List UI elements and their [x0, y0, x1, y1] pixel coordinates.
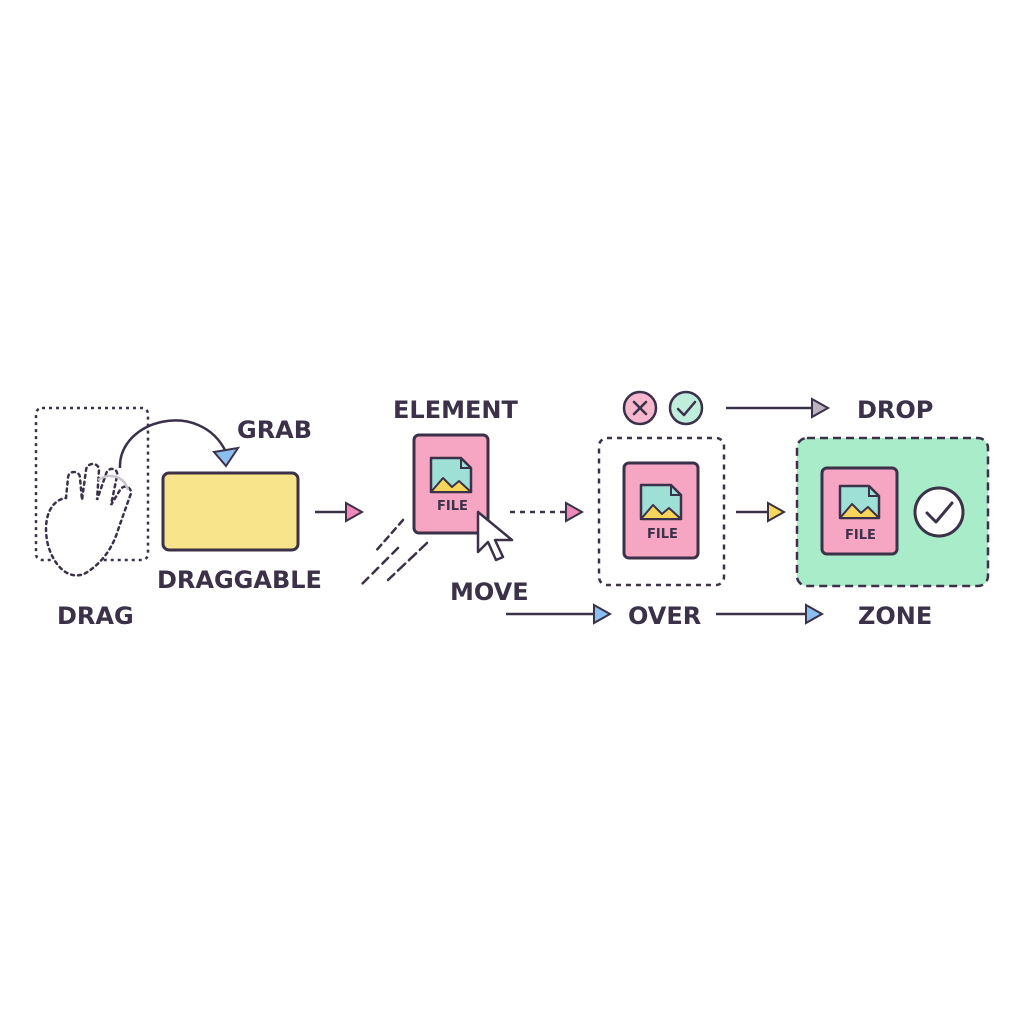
arrow-to-element — [315, 501, 365, 523]
file-label: FILE — [437, 499, 468, 514]
arrow-over-to-zone — [736, 501, 787, 523]
file-card-dropped: FILE — [820, 466, 899, 556]
arrow-to-drop — [726, 397, 831, 419]
file-image-icon — [639, 483, 683, 521]
check-circle-icon — [668, 390, 704, 426]
drag-step: GRAB DRAGGABLE DRAG — [34, 406, 322, 630]
file-card-element: FILE — [412, 433, 490, 535]
over-step: FILE OVER — [597, 390, 726, 630]
check-circle-icon — [913, 486, 965, 538]
file-card-over: FILE — [622, 461, 700, 560]
motion-lines — [360, 518, 429, 586]
label-drop: DROP — [857, 396, 933, 424]
file-label: FILE — [647, 527, 678, 542]
x-circle-icon — [622, 390, 658, 426]
grab-arrow-head — [212, 446, 241, 468]
element-step: ELEMENT FILE MOVE — [360, 396, 529, 606]
label-zone: ZONE — [858, 602, 932, 630]
label-drag: DRAG — [57, 602, 134, 630]
dashed-arrow-to-over — [510, 501, 585, 523]
label-over: OVER — [628, 602, 701, 630]
file-label: FILE — [845, 528, 876, 543]
over-zone-outline — [597, 436, 726, 587]
file-image-icon — [838, 484, 881, 520]
label-move: MOVE — [450, 578, 529, 606]
arrow-move-to-over — [506, 603, 613, 625]
arrow-over-to-zone-label — [716, 603, 825, 625]
hand-icon — [44, 462, 133, 577]
label-element: ELEMENT — [393, 396, 518, 424]
drop-step: DROP FILE ZONE — [795, 396, 990, 630]
draggable-box — [161, 471, 300, 552]
label-draggable: DRAGGABLE — [157, 566, 322, 594]
hand-motion-mark — [97, 474, 130, 491]
cursor-arrow-icon — [476, 510, 514, 562]
grab-arrow — [118, 419, 228, 469]
label-grab: GRAB — [237, 416, 312, 444]
file-image-icon — [429, 456, 473, 494]
